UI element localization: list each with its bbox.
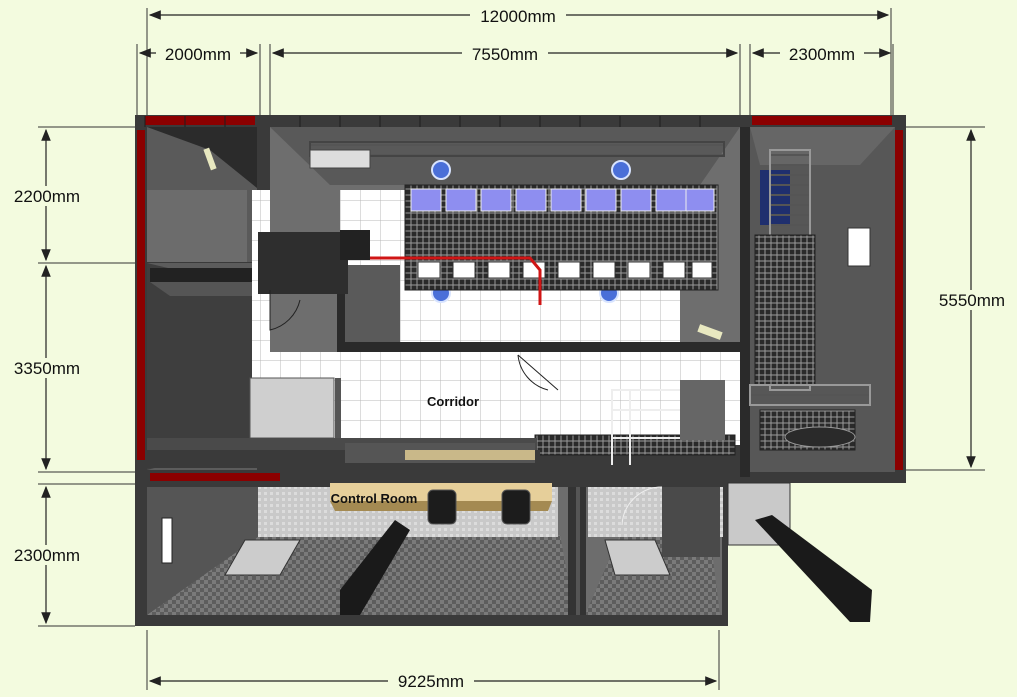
right-service-room <box>749 127 895 472</box>
control-room-label: Control Room <box>331 491 418 506</box>
wall-accents <box>137 116 903 481</box>
corridor-label: Corridor <box>427 394 479 409</box>
dim-bottom-height: 2300mm <box>14 546 80 565</box>
dim-top-left-height: 2200mm <box>14 187 80 206</box>
dim-right-width: 2300mm <box>789 45 855 64</box>
chair-icon <box>501 489 531 525</box>
server-rack-row <box>404 184 719 291</box>
main-container: Corridor <box>135 115 906 483</box>
dim-total-width: 12000mm <box>480 7 556 26</box>
detached-block <box>727 482 872 622</box>
fan-icon <box>611 160 631 180</box>
top-left-room <box>147 127 257 262</box>
rack-display <box>620 188 652 212</box>
dim-bottom-width: 9225mm <box>398 672 464 691</box>
dim-mid-left-height: 3350mm <box>14 359 80 378</box>
floor-beam <box>340 520 410 615</box>
control-room-container: Control Room <box>135 483 728 626</box>
rack-display <box>550 188 582 212</box>
dimension-lines <box>38 8 985 690</box>
rack-display <box>685 188 715 212</box>
fan-icon <box>431 160 451 180</box>
rack-display <box>655 188 687 212</box>
dim-left-width: 2000mm <box>165 45 231 64</box>
rack-display <box>480 188 512 212</box>
rack-display <box>410 188 442 212</box>
dim-right-height: 5550mm <box>939 291 1005 310</box>
control-chairs <box>427 489 531 525</box>
dim-middle-width: 7550mm <box>472 45 538 64</box>
chair-icon <box>427 489 457 525</box>
rack-display <box>445 188 477 212</box>
rack-display <box>585 188 617 212</box>
top-cable-ladder <box>309 141 725 169</box>
rack-display <box>515 188 547 212</box>
door-swings <box>269 290 559 391</box>
